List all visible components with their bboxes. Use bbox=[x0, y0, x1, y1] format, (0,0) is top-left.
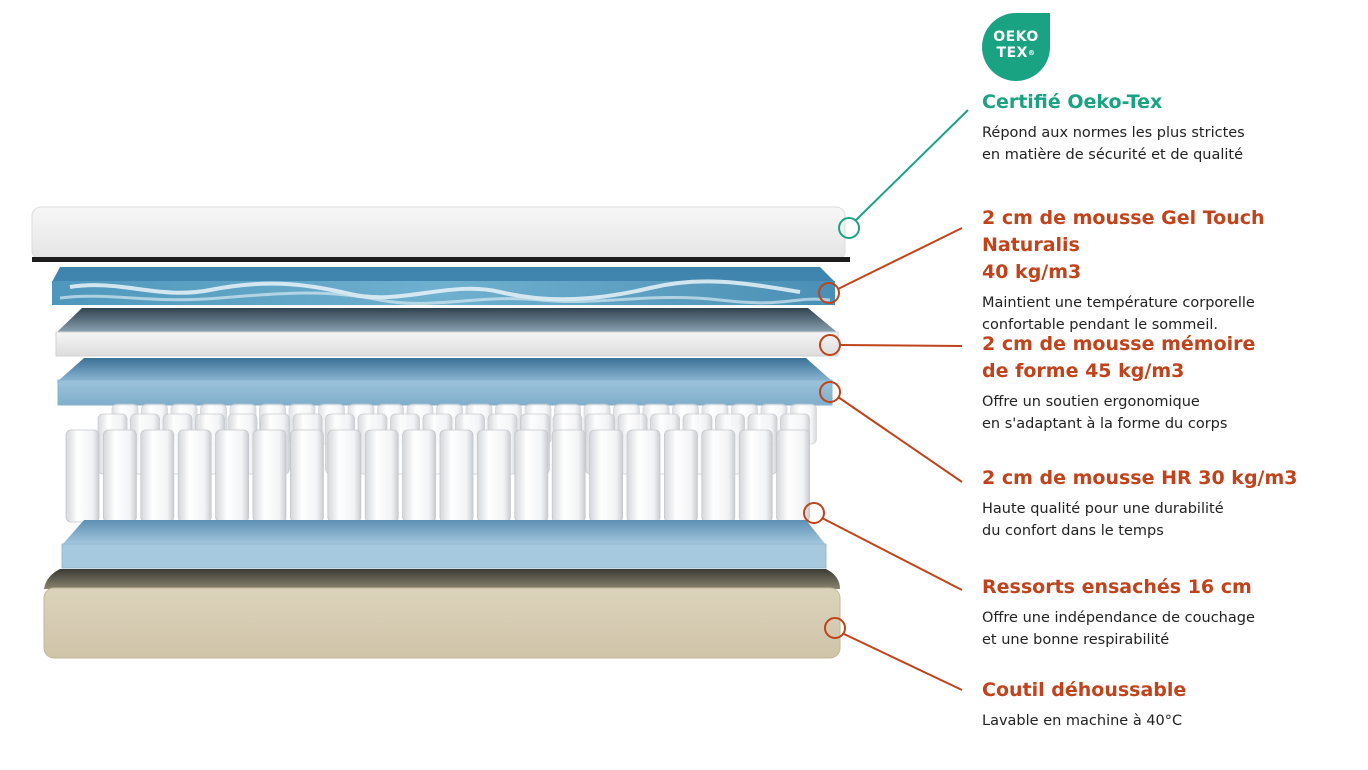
spring-coil bbox=[402, 429, 437, 523]
callout-title: Coutil déhoussable bbox=[982, 679, 1187, 701]
spring-coil bbox=[103, 429, 137, 523]
leader-line-gel bbox=[837, 227, 963, 290]
pocket-springs-layer bbox=[65, 403, 817, 523]
spring-coil bbox=[215, 429, 250, 523]
callout-springs: Ressorts ensachés 16 cm Offre une indépe… bbox=[982, 574, 1362, 651]
base-foam-layer bbox=[61, 520, 827, 569]
marker-coutil bbox=[824, 617, 846, 639]
spring-coil bbox=[65, 429, 100, 523]
callout-hr-foam: 2 cm de mousse HR 30 kg/m3 Haute qualité… bbox=[982, 465, 1362, 542]
spring-coil bbox=[701, 429, 736, 523]
marker-oeko-tex bbox=[838, 217, 860, 239]
spring-coil bbox=[289, 429, 324, 523]
callout-title: 2 cm de mousse mémoire de forme 45 kg/m3 bbox=[982, 333, 1256, 382]
leader-line-coutil bbox=[843, 633, 963, 691]
callout-description: Haute qualité pour une durabilité du con… bbox=[982, 501, 1224, 539]
spring-coil bbox=[589, 429, 623, 523]
callout-title: Certifié Oeko-Tex bbox=[982, 91, 1163, 113]
spring-coil bbox=[626, 429, 661, 523]
spring-coil bbox=[439, 429, 474, 523]
callout-oeko-tex: Certifié Oeko-Tex Répond aux normes les … bbox=[982, 89, 1362, 166]
spring-coil bbox=[364, 429, 399, 523]
marker-springs bbox=[803, 502, 825, 524]
callout-title: Ressorts ensachés 16 cm bbox=[982, 576, 1252, 598]
callout-description: Maintient une température corporelle con… bbox=[982, 295, 1255, 333]
leader-line-hr bbox=[837, 396, 963, 483]
leader-line-memory bbox=[839, 344, 963, 347]
spring-coil bbox=[514, 429, 549, 523]
callout-gel-touch: 2 cm de mousse Gel Touch Naturalis 40 kg… bbox=[982, 205, 1362, 336]
gel-touch-layer bbox=[52, 267, 835, 305]
marker-hr bbox=[819, 381, 841, 403]
callout-coutil: Coutil déhoussable Lavable en machine à … bbox=[982, 677, 1362, 732]
badge-registered-mark: ® bbox=[1027, 49, 1036, 57]
spring-coil bbox=[738, 429, 773, 523]
hr-foam-layer bbox=[57, 358, 833, 406]
callout-description: Répond aux normes les plus strictes en m… bbox=[982, 125, 1245, 163]
callout-description: Lavable en machine à 40°C bbox=[982, 713, 1183, 729]
spring-coil bbox=[664, 429, 698, 523]
spring-coil bbox=[327, 429, 362, 523]
badge-line-2: TEX bbox=[996, 45, 1028, 61]
callout-title: 2 cm de mousse HR 30 kg/m3 bbox=[982, 467, 1298, 489]
spring-coil bbox=[177, 429, 212, 523]
callout-memory-foam: 2 cm de mousse mémoire de forme 45 kg/m3… bbox=[982, 331, 1362, 435]
callout-description: Offre un soutien ergonomique en s'adapta… bbox=[982, 394, 1228, 432]
leader-line-oeko-tex bbox=[854, 109, 969, 222]
marker-memory bbox=[819, 334, 841, 356]
callout-title: 2 cm de mousse Gel Touch Naturalis 40 kg… bbox=[982, 207, 1265, 283]
marker-gel bbox=[818, 282, 840, 304]
memory-foam-layer bbox=[55, 308, 839, 357]
spring-coil bbox=[551, 429, 586, 523]
top-cover-layer bbox=[31, 206, 850, 262]
badge-line-1: OEKO bbox=[993, 29, 1039, 45]
spring-coil bbox=[476, 429, 511, 523]
spring-coil bbox=[140, 429, 175, 523]
spring-coil bbox=[252, 429, 287, 523]
callout-description: Offre une indépendance de couchage et un… bbox=[982, 610, 1255, 648]
coutil-cover-layer bbox=[43, 569, 841, 659]
leader-lines bbox=[803, 109, 969, 691]
leader-line-springs bbox=[821, 517, 963, 591]
oeko-tex-badge: OEKO TEX® bbox=[982, 13, 1050, 81]
